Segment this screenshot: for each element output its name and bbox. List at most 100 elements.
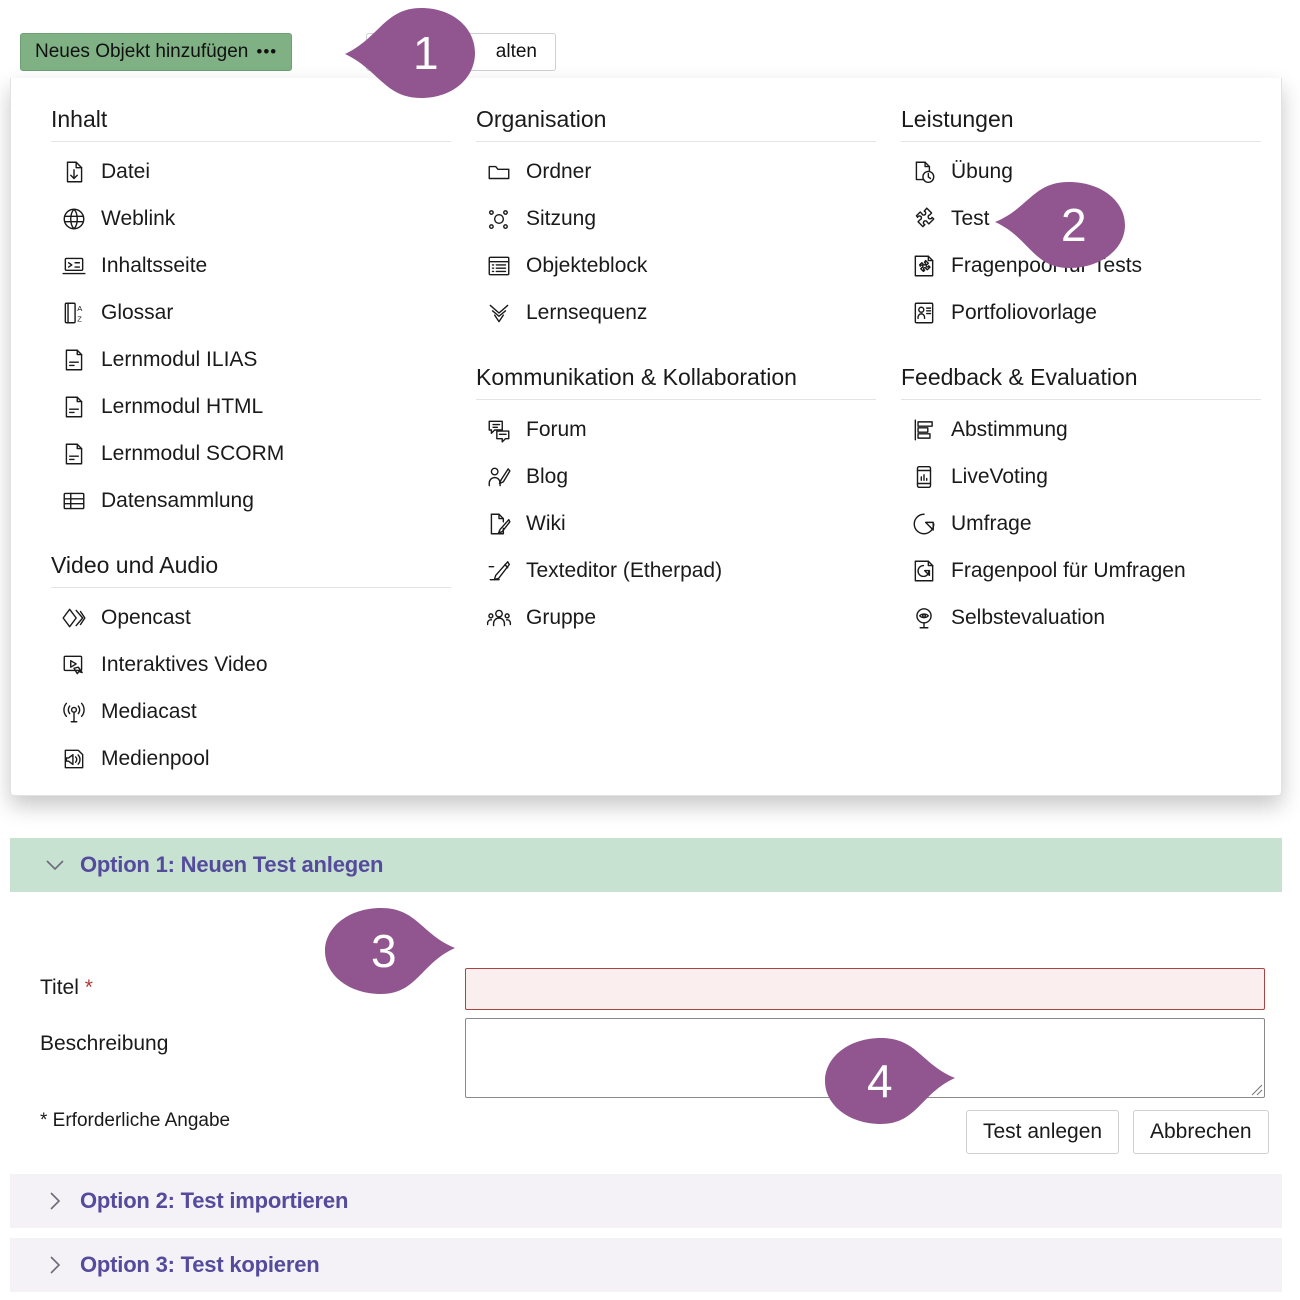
required-note-text: * Erforderliche Angabe xyxy=(40,1110,231,1131)
menu-item-interaktives-video[interactable]: Interaktives Video xyxy=(51,641,451,688)
menu-item-datei[interactable]: Datei xyxy=(51,148,451,195)
menu-item-label: Inhaltsseite xyxy=(101,253,208,277)
menu-item-forum[interactable]: Forum xyxy=(476,406,876,453)
accordion-divider-1 xyxy=(10,1164,1282,1174)
accordion-header-option-3[interactable]: Option 3: Test kopieren xyxy=(10,1238,1282,1292)
menu-item-label: Blog xyxy=(526,464,569,488)
interactive-video-icon xyxy=(61,652,87,678)
menu-item-wiki[interactable]: Wiki xyxy=(476,500,876,547)
menu-item-label: Datei xyxy=(101,159,151,183)
menu-item-mediacast[interactable]: Mediacast xyxy=(51,688,451,735)
menu-item-label: Übung xyxy=(951,159,1013,183)
menu-item-test[interactable]: Test xyxy=(901,195,1261,242)
menu-item-übung[interactable]: Übung xyxy=(901,148,1261,195)
svg-text:Z: Z xyxy=(77,314,82,323)
title-input[interactable] xyxy=(465,968,1265,1010)
learning-module-icon xyxy=(61,347,87,373)
question-pool-survey-icon xyxy=(911,558,937,584)
svg-text:A: A xyxy=(77,303,83,312)
menu-item-opencast[interactable]: Opencast xyxy=(51,594,451,641)
menu-item-abstimmung[interactable]: Abstimmung xyxy=(901,406,1261,453)
menu-item-label: Umfrage xyxy=(951,511,1032,535)
menu-item-label: Objekteblock xyxy=(526,253,648,277)
object-block-list-icon xyxy=(486,253,512,279)
menu-item-medienpool[interactable]: Medienpool xyxy=(51,735,451,782)
survey-pie-icon xyxy=(911,511,937,537)
form-button-row: Test anlegen Abbrechen xyxy=(465,1110,1269,1156)
learning-module-icon xyxy=(61,394,87,420)
blog-person-pencil-icon xyxy=(486,464,512,490)
submit-button[interactable]: Test anlegen xyxy=(966,1110,1120,1154)
cancel-button[interactable]: Abbrechen xyxy=(1133,1110,1269,1154)
menu-item-umfrage[interactable]: Umfrage xyxy=(901,500,1261,547)
menu-item-fragenpool-für-tests[interactable]: Fragenpool für Tests xyxy=(901,242,1261,289)
group-people-icon xyxy=(486,605,512,631)
menu-item-label: Test xyxy=(951,206,990,230)
menu-item-lernmodul-scorm[interactable]: Lernmodul SCORM xyxy=(51,430,451,477)
session-nodes-icon xyxy=(486,206,512,232)
menu-item-portfoliovorlage[interactable]: Portfoliovorlage xyxy=(901,289,1261,336)
menu-item-label: Abstimmung xyxy=(951,417,1068,441)
portfolio-template-icon xyxy=(911,300,937,326)
menu-item-label: Medienpool xyxy=(101,746,210,770)
menu-item-label: Opencast xyxy=(101,605,191,629)
group-title-feedback-evaluation: Feedback & Evaluation xyxy=(901,364,1261,401)
description-field-label: Beschreibung xyxy=(40,1032,169,1055)
option-1-body: Titel * Beschreibung * Erforderliche Ang… xyxy=(10,892,1282,1164)
menu-item-texteditor-etherpad[interactable]: Texteditor (Etherpad) xyxy=(476,547,876,594)
menu-item-ordner[interactable]: Ordner xyxy=(476,148,876,195)
menu-item-objekteblock[interactable]: Objekteblock xyxy=(476,242,876,289)
learning-sequence-chevrons-icon xyxy=(486,300,512,326)
manage-content-button[interactable]: alten xyxy=(366,33,556,71)
menu-item-label: Lernmodul SCORM xyxy=(101,441,285,465)
menu-item-fragenpool-für-umfragen[interactable]: Fragenpool für Umfragen xyxy=(901,547,1261,594)
chevron-right-icon xyxy=(44,1190,66,1212)
poll-bars-icon xyxy=(911,417,937,443)
menu-item-label: Forum xyxy=(526,417,587,441)
menu-item-label: Portfoliovorlage xyxy=(951,300,1097,324)
title-field-label: Titel * xyxy=(40,976,93,1000)
question-pool-test-icon xyxy=(911,253,937,279)
menu-item-label: Glossar xyxy=(101,300,174,324)
menu-item-label: Wiki xyxy=(526,511,566,535)
add-object-button-label: Neues Objekt hinzufügen xyxy=(35,41,249,62)
required-asterisk: * xyxy=(84,976,93,999)
menu-item-label: Lernmodul ILIAS xyxy=(101,347,258,371)
menu-item-label: Lernmodul HTML xyxy=(101,394,264,418)
menu-item-livevoting[interactable]: LiveVoting xyxy=(901,453,1261,500)
group-title-video-und-audio: Video und Audio xyxy=(51,552,451,589)
menu-item-blog[interactable]: Blog xyxy=(476,453,876,500)
menu-item-datensammlung[interactable]: Datensammlung xyxy=(51,477,451,524)
menu-item-gruppe[interactable]: Gruppe xyxy=(476,594,876,641)
menu-item-inhaltsseite[interactable]: Inhaltsseite xyxy=(51,242,451,289)
accordion-divider-2 xyxy=(10,1228,1282,1238)
menu-item-selbstevaluation[interactable]: Selbstevaluation xyxy=(901,594,1261,641)
broadcast-antenna-icon xyxy=(61,699,87,725)
test-creation-accordion: Option 1: Neuen Test anlegen Titel * Bes… xyxy=(10,838,1282,1292)
table-grid-icon xyxy=(61,488,87,514)
menu-item-weblink[interactable]: Weblink xyxy=(51,195,451,242)
menu-item-label: Datensammlung xyxy=(101,488,254,512)
add-object-button[interactable]: Neues Objekt hinzufügen ••• xyxy=(20,33,293,71)
menu-item-label: Fragenpool für Tests xyxy=(951,253,1143,277)
toolbar: Neues Objekt hinzufügen ••• alten xyxy=(0,0,1300,80)
file-download-icon xyxy=(61,159,87,185)
menu-item-lernmodul-ilias[interactable]: Lernmodul ILIAS xyxy=(51,336,451,383)
menu-item-sitzung[interactable]: Sitzung xyxy=(476,195,876,242)
chevron-right-icon xyxy=(44,1254,66,1276)
menu-item-lernsequenz[interactable]: Lernsequenz xyxy=(476,289,876,336)
accordion-header-option-1[interactable]: Option 1: Neuen Test anlegen xyxy=(10,838,1282,892)
accordion-header-option-3-label: Option 3: Test kopieren xyxy=(80,1252,320,1277)
accordion-header-option-2[interactable]: Option 2: Test importieren xyxy=(10,1174,1282,1228)
description-textarea[interactable] xyxy=(465,1018,1265,1098)
menu-item-lernmodul-html[interactable]: Lernmodul HTML xyxy=(51,383,451,430)
manage-content-button-label: alten xyxy=(495,41,537,62)
folder-icon xyxy=(486,159,512,185)
